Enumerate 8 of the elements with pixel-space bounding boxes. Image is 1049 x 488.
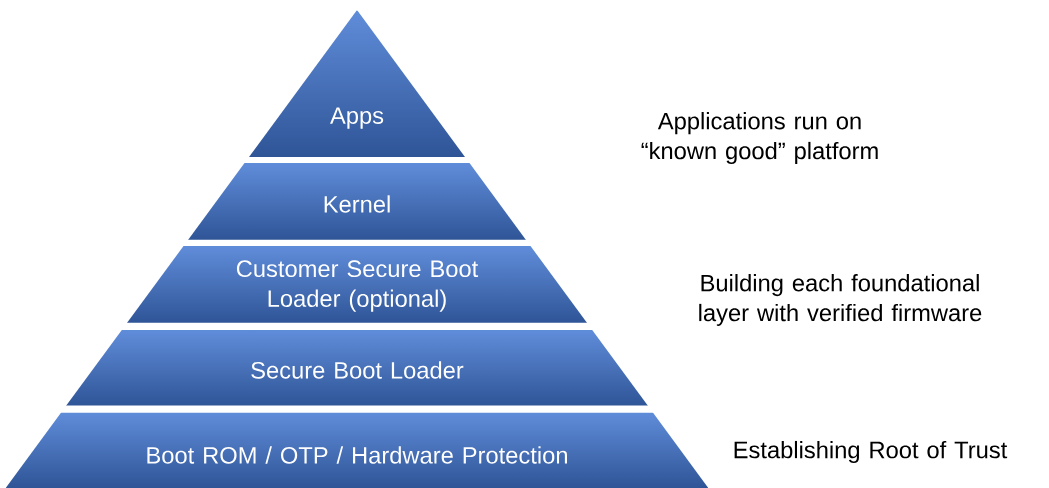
annotation-text: Building each foundational layer with verified firmware: [699, 274, 982, 326]
annotation-text: Applications run on “known good” platform: [641, 112, 878, 164]
annotation-text: Establishing Root of Trust: [734, 440, 1008, 464]
pyramid-layer: Kernel: [324, 195, 390, 213]
pyramid-layer: Apps: [330, 107, 384, 129]
pyramid-layer: Boot ROM / OTP / Hardware Protection: [147, 446, 567, 464]
pyramid-layer: Customer Secure Boot Loader (optional): [236, 260, 479, 312]
pyramid-layer: Secure Boot Loader: [251, 361, 464, 379]
